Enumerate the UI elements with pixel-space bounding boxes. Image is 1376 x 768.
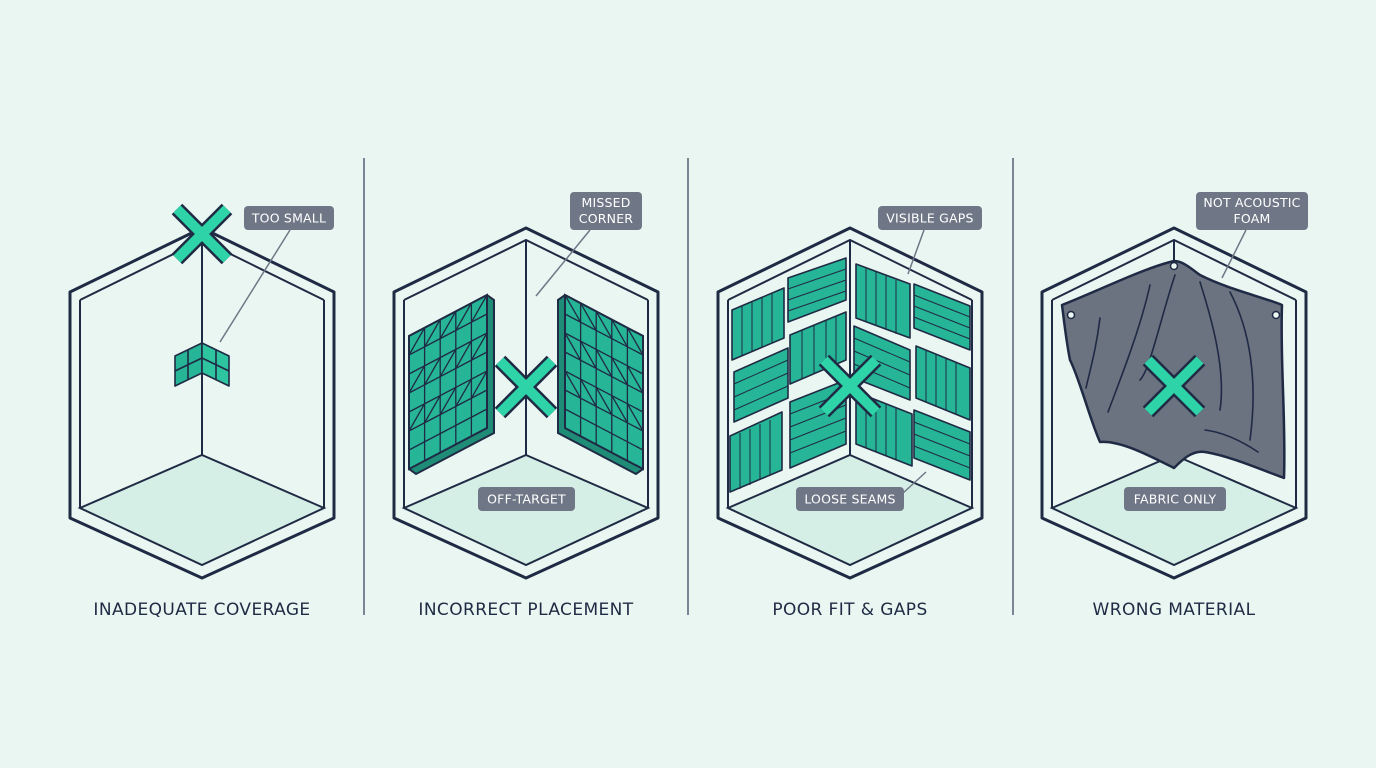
tag-leader-line <box>901 471 927 495</box>
room-corner-outline <box>1040 226 1308 580</box>
panel-title: WRONG MATERIAL <box>1093 600 1256 620</box>
room-floor <box>77 453 327 567</box>
tag-fabric-only: FABRIC ONLY <box>1124 487 1226 511</box>
tag-label: FABRIC ONLY <box>1134 492 1217 507</box>
panel-poor-fit-gaps: VISIBLE GAPS LOOSE SEAMS POOR FIT & GAPS <box>716 206 984 620</box>
panel-title: INCORRECT PLACEMENT <box>418 600 633 620</box>
room-corner-outline <box>392 226 660 580</box>
tag-label-line-1: MISSED <box>581 195 630 210</box>
tag-loose-seams: LOOSE SEAMS <box>796 487 904 511</box>
panel-inadequate-coverage: TOO SMALL INADEQUATE COVERAGE <box>68 203 336 620</box>
foam-ridges-right <box>853 268 971 469</box>
tag-visible-gaps: VISIBLE GAPS <box>878 206 982 230</box>
tag-label-line-2: FOAM <box>1234 211 1271 226</box>
panel-wrong-material: NOT ACOUSTIC FOAM FABRIC ONLY WRONG MATE… <box>1040 192 1308 620</box>
small-foam-piece <box>174 342 230 387</box>
room-inner-lines <box>403 238 649 508</box>
room-corner-outline <box>68 226 336 580</box>
panel-title: INADEQUATE COVERAGE <box>93 600 310 620</box>
tag-label: TOO SMALL <box>251 211 326 226</box>
tag-leader-line <box>1221 229 1247 279</box>
tag-not-acoustic-foam: NOT ACOUSTIC FOAM <box>1196 192 1308 230</box>
foam-panel-right <box>557 293 644 476</box>
tag-label: VISIBLE GAPS <box>886 211 973 226</box>
tag-leader-line <box>219 229 291 343</box>
tag-leader-line <box>535 229 591 297</box>
tag-label-line-2: CORNER <box>579 211 634 226</box>
room-corner-outline <box>716 226 984 580</box>
x-mark-icon <box>171 203 233 265</box>
tag-leader-line <box>907 229 925 275</box>
fabric-folds <box>1085 274 1259 453</box>
tag-too-small: TOO SMALL <box>244 206 334 230</box>
panel-title: POOR FIT & GAPS <box>772 600 927 620</box>
x-mark-icon <box>1142 354 1206 418</box>
tag-off-target: OFF-TARGET <box>478 487 575 511</box>
fabric-sheet <box>1060 259 1286 480</box>
tag-missed-corner: MISSED CORNER <box>570 192 642 230</box>
x-mark-icon <box>818 354 882 418</box>
foam-ridges-left <box>733 268 847 489</box>
tag-label-line-1: NOT ACOUSTIC <box>1203 195 1300 210</box>
room-inner-lines <box>727 238 973 508</box>
tag-label: LOOSE SEAMS <box>804 492 895 507</box>
x-mark-icon <box>494 355 558 419</box>
foam-panel-left <box>408 293 495 476</box>
fabric-tacks <box>1066 261 1281 320</box>
panel-incorrect-placement: MISSED CORNER OFF-TARGET INCORRECT PLACE… <box>392 192 660 620</box>
tag-label: OFF-TARGET <box>487 492 566 507</box>
